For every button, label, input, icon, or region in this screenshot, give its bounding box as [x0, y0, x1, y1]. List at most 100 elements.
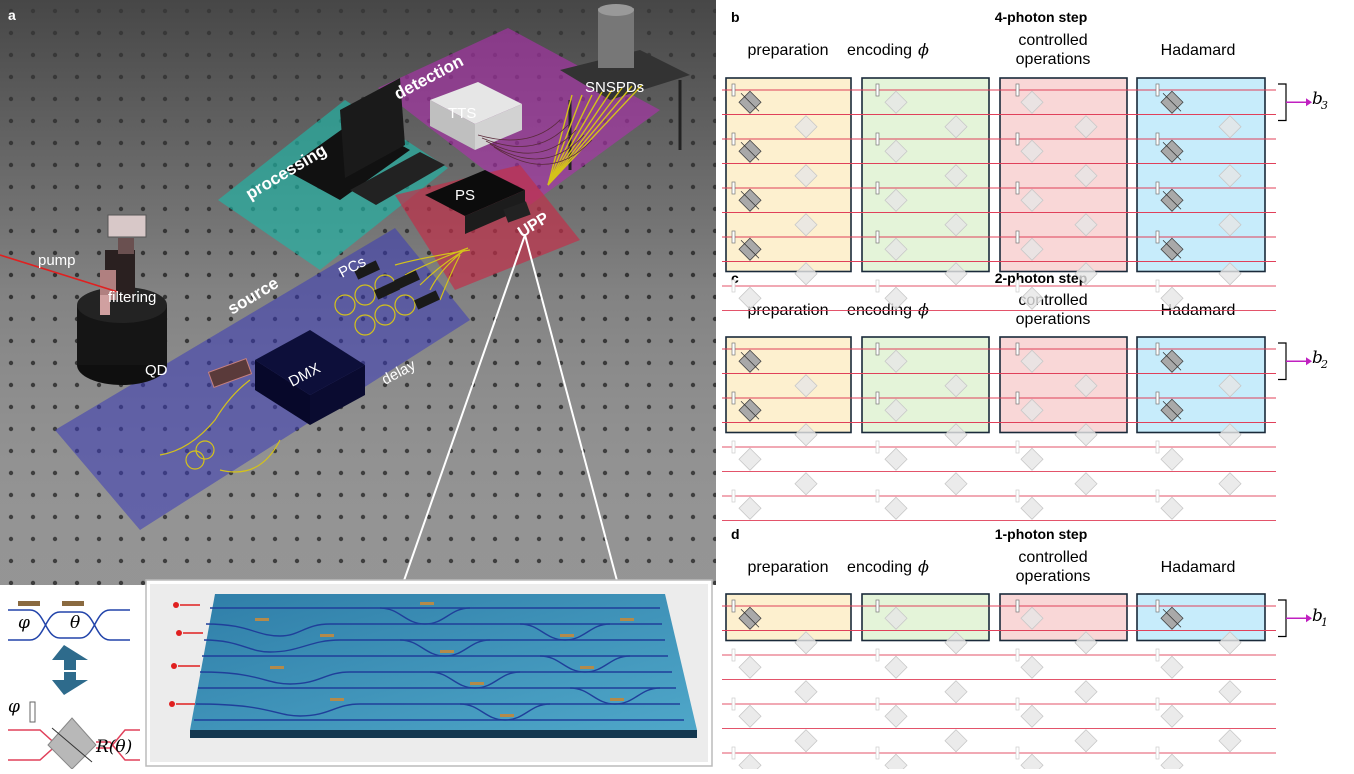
tts-box-side — [430, 100, 475, 150]
phase-shifter-icon — [731, 83, 736, 97]
dmx-box-top — [255, 330, 365, 395]
beamsplitter-icon — [1020, 349, 1044, 373]
beamsplitter-icon — [1160, 496, 1184, 520]
step-c: c 2-photon step — [731, 270, 1087, 286]
output-arrow-head — [1306, 98, 1312, 107]
beamsplitter-icon — [1218, 115, 1242, 139]
beamsplitter-icon — [944, 680, 968, 704]
beamsplitter-icon — [1218, 423, 1242, 447]
source-fibers — [159, 247, 471, 473]
phase-shifter-icon — [1015, 230, 1020, 244]
phase-shifter-icon — [875, 599, 880, 613]
beamsplitter-icon — [1074, 472, 1098, 496]
phase-shifter-icon — [875, 279, 880, 293]
phase-shifter-icon — [731, 440, 736, 454]
beamsplitter-icon — [794, 729, 818, 753]
stage-headers-b: preparation encoding ϕ controlled operat… — [748, 32, 1236, 68]
phase-shifter-icon — [1015, 489, 1020, 503]
phase-shifter-icon — [1015, 697, 1020, 711]
phase-shifter-icon — [731, 132, 736, 146]
phase-shifter-icon — [731, 648, 736, 662]
beamsplitter-icon — [1160, 655, 1184, 679]
controlled-label: controlled — [1018, 549, 1087, 566]
beamsplitter-icon — [944, 631, 968, 655]
hadamard-label: Hadamard — [1161, 42, 1236, 59]
beamsplitter-diagonal — [1162, 608, 1182, 628]
beamsplitter-icon — [944, 729, 968, 753]
computer-monitor — [340, 78, 405, 178]
qd-label: QD — [145, 362, 168, 379]
beamsplitter-icon — [1160, 704, 1184, 728]
beamsplitter-icon — [1020, 447, 1044, 471]
beamsplitter-icon — [738, 753, 762, 774]
beamsplitter-diagonal — [1162, 92, 1182, 112]
polarization-controllers — [354, 260, 440, 310]
panel-a-scene: a pump filtering QD source PCs DMX delay… — [0, 0, 716, 770]
beamsplitter-icon — [884, 188, 908, 212]
output-b1-label: b — [1312, 606, 1323, 626]
beamsplitter-diagonal — [1162, 141, 1182, 161]
beamsplitter-icon — [884, 655, 908, 679]
beamsplitter-icon — [1020, 286, 1044, 310]
beamsplitter-diagonal — [740, 141, 760, 161]
output-bracket — [1278, 599, 1287, 638]
output-b: b 3 — [1312, 89, 1328, 112]
beamsplitter-icon — [794, 423, 818, 447]
beamsplitter-icon — [1074, 213, 1098, 237]
hadamard-label: Hadamard — [1161, 559, 1236, 576]
operations-label: operations — [1016, 568, 1091, 585]
photonic-chip — [190, 594, 697, 730]
pump-laser-beam — [0, 254, 119, 293]
snspd-cryostat — [598, 8, 634, 68]
phase-shifter-symbol — [29, 701, 36, 723]
beamsplitter-icon — [1074, 374, 1098, 398]
phase-shifter-icon — [731, 599, 736, 613]
controlled-label: controlled — [1018, 32, 1087, 49]
operations-label: operations — [1016, 51, 1091, 68]
component-legend: φ θ φ R(θ) — [8, 601, 140, 770]
beamsplitter-icon — [944, 164, 968, 188]
equivalence-arrow-up — [52, 645, 88, 670]
phase-shifter-icon — [875, 181, 880, 195]
step-b-title: 4-photon step — [995, 9, 1088, 25]
phase-shifter-icon — [1015, 83, 1020, 97]
beamsplitter-diagonal — [740, 351, 760, 371]
beamsplitter-icon — [884, 606, 908, 630]
output-b3-sub: 3 — [1321, 99, 1328, 112]
phase-shifter-icon — [1155, 440, 1160, 454]
legend-phi2-label: φ — [8, 697, 20, 717]
phase-shifter-icon — [1155, 181, 1160, 195]
beamsplitter-icon — [1218, 164, 1242, 188]
detection-fibers — [547, 84, 643, 186]
beamsplitter-icon — [1218, 729, 1242, 753]
beamsplitter-diagonal — [1162, 239, 1182, 259]
phase-shifter-icon — [731, 230, 736, 244]
encoding-label: encoding — [847, 42, 912, 59]
phase-shifter-icon — [1015, 648, 1020, 662]
tts-cables — [477, 119, 593, 165]
legend-theta-label: θ — [70, 613, 80, 633]
beamsplitter-diagonal — [1162, 190, 1182, 210]
beamsplitter-icon — [884, 139, 908, 163]
phase-heater-phi — [18, 601, 40, 606]
beamsplitter-icon — [1218, 262, 1242, 286]
phase-shifter-icon — [1015, 746, 1020, 760]
phase-shifter-icon — [1155, 230, 1160, 244]
beamsplitter-icon — [1020, 704, 1044, 728]
preparation-label: preparation — [748, 42, 829, 59]
beamsplitter-icon — [884, 90, 908, 114]
beamsplitter-icon — [1020, 753, 1044, 774]
beamsplitter-icon — [1218, 680, 1242, 704]
phase-heater-theta — [62, 601, 84, 606]
phase-shifter-icon — [1155, 746, 1160, 760]
filtering-label: filtering — [108, 289, 156, 306]
output-bracket — [1278, 342, 1287, 381]
step-b-letter: b — [731, 9, 740, 25]
phase-shifter-icon — [875, 83, 880, 97]
phase-shifter-icon — [1155, 599, 1160, 613]
beamsplitter-icon — [794, 115, 818, 139]
snspds-label: SNSPDs — [585, 79, 644, 96]
input-photons — [169, 602, 203, 707]
phase-shifter-icon — [875, 440, 880, 454]
beamsplitter-icon — [738, 447, 762, 471]
